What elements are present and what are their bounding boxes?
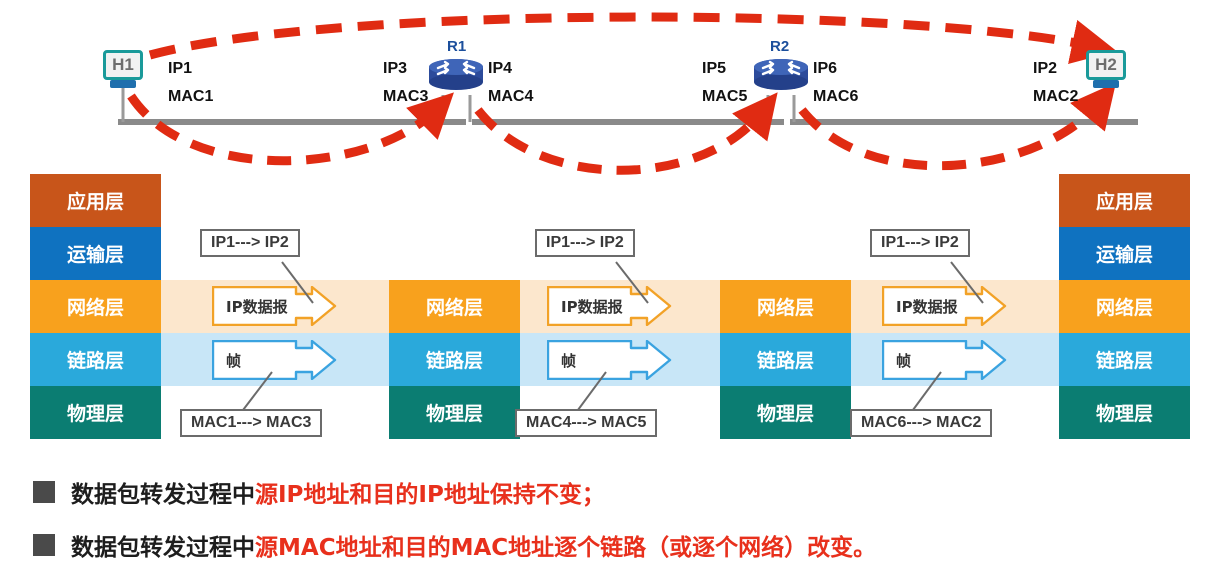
packet-ip-datagram-label: IP数据报 <box>896 297 958 316</box>
flow-arrow-hop-2 <box>474 92 778 175</box>
stack-r1-layer-link[interactable]: 链路层 <box>389 333 520 386</box>
note-1-highlight: 源IP地址和目的IP地址保持不变； <box>255 482 605 508</box>
router-icon <box>429 59 483 90</box>
host-h2-label: H2 <box>1095 55 1117 74</box>
host-h2-mac: MAC2 <box>1033 88 1079 105</box>
stack-h1-layer-physical[interactable]: 物理层 <box>30 386 161 439</box>
packet-ip-datagram-label: IP数据报 <box>561 297 623 316</box>
router-r2-left-ip: IP5 <box>702 60 727 77</box>
callout-ip-1: IP1---> IP2 <box>200 229 300 257</box>
packet-frame-label: 帧 <box>896 351 912 370</box>
leader-ip-2 <box>615 261 649 304</box>
router-r2[interactable] <box>753 58 809 92</box>
bullet-square-icon <box>33 481 55 503</box>
host-h1-label: H1 <box>112 55 134 74</box>
leader-mac-3 <box>909 371 942 415</box>
router-r2-left-mac: MAC5 <box>702 88 748 105</box>
stack-h2-layer-network[interactable]: 网络层 <box>1059 280 1190 333</box>
host-h1[interactable]: H1 <box>103 50 143 80</box>
block-arrow-icon <box>882 340 1007 380</box>
stack-r2-layer-physical[interactable]: 物理层 <box>720 386 851 439</box>
network-topology: H1 IP1 MAC1 R1 IP3 MAC3 IP4 MAC4 R2 <box>0 0 1222 175</box>
host-h1-ip: IP1 <box>168 60 193 77</box>
router-r2-label: R2 <box>770 38 790 55</box>
block-arrow-icon <box>212 340 337 380</box>
stack-h1-layer-application[interactable]: 应用层 <box>30 174 161 227</box>
host-h2-stand <box>1093 80 1119 88</box>
note-row-2: 数据包转发过程中 源MAC地址和目的MAC地址逐个链路（或逐个网络）改变。 <box>33 528 876 562</box>
packet-frame-1: 帧 <box>212 340 337 380</box>
stack-h1-layer-transport[interactable]: 运输层 <box>30 227 161 280</box>
packet-frame-label: 帧 <box>226 351 242 370</box>
protocol-stack-h2: 应用层 运输层 网络层 链路层 物理层 <box>1059 174 1190 439</box>
flow-arrow-end-to-end <box>148 12 1117 65</box>
block-arrow-icon <box>212 286 337 326</box>
leader-mac-2 <box>574 371 607 415</box>
router-r1[interactable] <box>428 58 484 92</box>
block-arrow-icon <box>547 286 672 326</box>
packet-ip-datagram-label: IP数据报 <box>226 297 288 316</box>
leader-ip-3 <box>950 261 984 304</box>
packet-frame-3: 帧 <box>882 340 1007 380</box>
packet-ip-datagram-3: IP数据报 <box>882 286 1007 326</box>
router-r2-right-mac: MAC6 <box>813 88 859 105</box>
stack-h2-layer-transport[interactable]: 运输层 <box>1059 227 1190 280</box>
block-arrow-icon <box>547 340 672 380</box>
host-h2-ip: IP2 <box>1033 60 1058 77</box>
stack-r2-layer-network[interactable]: 网络层 <box>720 280 851 333</box>
callout-mac-2: MAC4---> MAC5 <box>515 409 658 437</box>
stack-r2-layer-link[interactable]: 链路层 <box>720 333 851 386</box>
stack-r1-layer-network[interactable]: 网络层 <box>389 280 520 333</box>
stack-h2-layer-application[interactable]: 应用层 <box>1059 174 1190 227</box>
note-2-highlight: 源MAC地址和目的MAC地址逐个链路（或逐个网络）改变。 <box>255 535 877 561</box>
leader-mac-1 <box>239 371 273 415</box>
host-h2[interactable]: H2 <box>1086 50 1126 80</box>
router-r2-right-ip: IP6 <box>813 60 838 77</box>
router-r1-right-ip: IP4 <box>488 60 513 77</box>
callout-mac-1: MAC1---> MAC3 <box>180 409 323 437</box>
router-r1-left-ip: IP3 <box>383 60 408 77</box>
packet-ip-datagram-1: IP数据报 <box>212 286 337 326</box>
host-h1-stand <box>110 80 136 88</box>
block-arrow-icon <box>882 286 1007 326</box>
router-r1-left-mac: MAC3 <box>383 88 429 105</box>
note-1-plain: 数据包转发过程中 <box>71 482 255 508</box>
callout-mac-3: MAC6---> MAC2 <box>850 409 993 437</box>
topology-links-and-flows <box>118 12 1138 175</box>
callout-ip-2: IP1---> IP2 <box>535 229 635 257</box>
packet-ip-datagram-2: IP数据报 <box>547 286 672 326</box>
host-h1-mac: MAC1 <box>168 88 214 105</box>
router-icon <box>754 59 808 90</box>
stack-r1-layer-physical[interactable]: 物理层 <box>389 386 520 439</box>
protocol-stack-r2: 网络层 链路层 物理层 <box>720 280 851 439</box>
protocol-stack-r1: 网络层 链路层 物理层 <box>389 280 520 439</box>
packet-frame-label: 帧 <box>561 351 577 370</box>
stack-h2-layer-physical[interactable]: 物理层 <box>1059 386 1190 439</box>
packet-frame-2: 帧 <box>547 340 672 380</box>
router-r1-right-mac: MAC4 <box>488 88 534 105</box>
stack-h1-layer-network[interactable]: 网络层 <box>30 280 161 333</box>
stack-h2-layer-link[interactable]: 链路层 <box>1059 333 1190 386</box>
bullet-square-icon <box>33 534 55 556</box>
protocol-stack-h1: 应用层 运输层 网络层 链路层 物理层 <box>30 174 161 439</box>
flow-arrow-hop-3 <box>798 82 1117 171</box>
stack-h1-layer-link[interactable]: 链路层 <box>30 333 161 386</box>
callout-ip-3: IP1---> IP2 <box>870 229 970 257</box>
flow-arrow-hop-1 <box>127 92 454 166</box>
router-r1-label: R1 <box>447 38 467 55</box>
leader-ip-1 <box>281 261 314 304</box>
note-2-plain: 数据包转发过程中 <box>71 535 255 561</box>
note-row-1: 数据包转发过程中 源IP地址和目的IP地址保持不变； <box>33 475 605 509</box>
